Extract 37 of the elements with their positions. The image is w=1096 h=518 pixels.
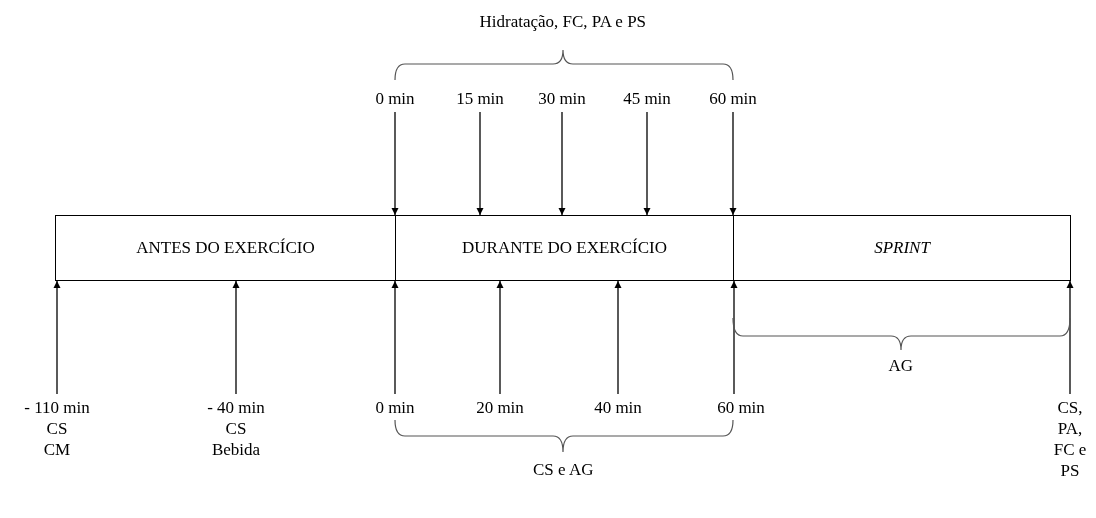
time-label: CS bbox=[45, 418, 69, 439]
time-label: 0 min bbox=[374, 397, 416, 418]
arrow bbox=[1066, 280, 1074, 395]
time-label: 60 min bbox=[716, 397, 766, 418]
bracket-label: AG bbox=[888, 356, 914, 376]
phase-label: SPRINT bbox=[874, 238, 930, 258]
time-label: - 110 min bbox=[23, 397, 91, 418]
timeline-segment bbox=[733, 215, 1071, 281]
time-label: CM bbox=[42, 439, 72, 460]
timeline-segment bbox=[55, 215, 396, 281]
bracket-label: Hidratação, FC, PA e PS bbox=[479, 12, 647, 32]
phase-label: DURANTE DO EXERCÍCIO bbox=[462, 238, 667, 258]
arrow bbox=[729, 111, 737, 216]
time-label: 40 min bbox=[593, 397, 643, 418]
arrow bbox=[730, 280, 738, 395]
arrow bbox=[496, 280, 504, 395]
arrow bbox=[614, 280, 622, 395]
arrow bbox=[391, 280, 399, 395]
arrow bbox=[643, 111, 651, 216]
time-label: 60 min bbox=[708, 88, 758, 109]
time-label: 15 min bbox=[455, 88, 505, 109]
arrow bbox=[232, 280, 240, 395]
time-label: CS bbox=[224, 418, 248, 439]
arrow bbox=[476, 111, 484, 216]
arrow bbox=[53, 280, 61, 395]
time-label: 45 min bbox=[622, 88, 672, 109]
time-label: 20 min bbox=[475, 397, 525, 418]
bracket-label: CS e AG bbox=[533, 460, 594, 480]
timeline-segment bbox=[395, 215, 734, 281]
time-label: 30 min bbox=[537, 88, 587, 109]
arrow bbox=[558, 111, 566, 216]
arrow bbox=[391, 111, 399, 216]
phase-label: ANTES DO EXERCÍCIO bbox=[136, 238, 315, 258]
time-label: - 40 min bbox=[206, 397, 266, 418]
time-label: 0 min bbox=[374, 88, 416, 109]
time-label: Bebida bbox=[210, 439, 262, 460]
time-label: CS, PA, FC e PS bbox=[1052, 397, 1088, 481]
